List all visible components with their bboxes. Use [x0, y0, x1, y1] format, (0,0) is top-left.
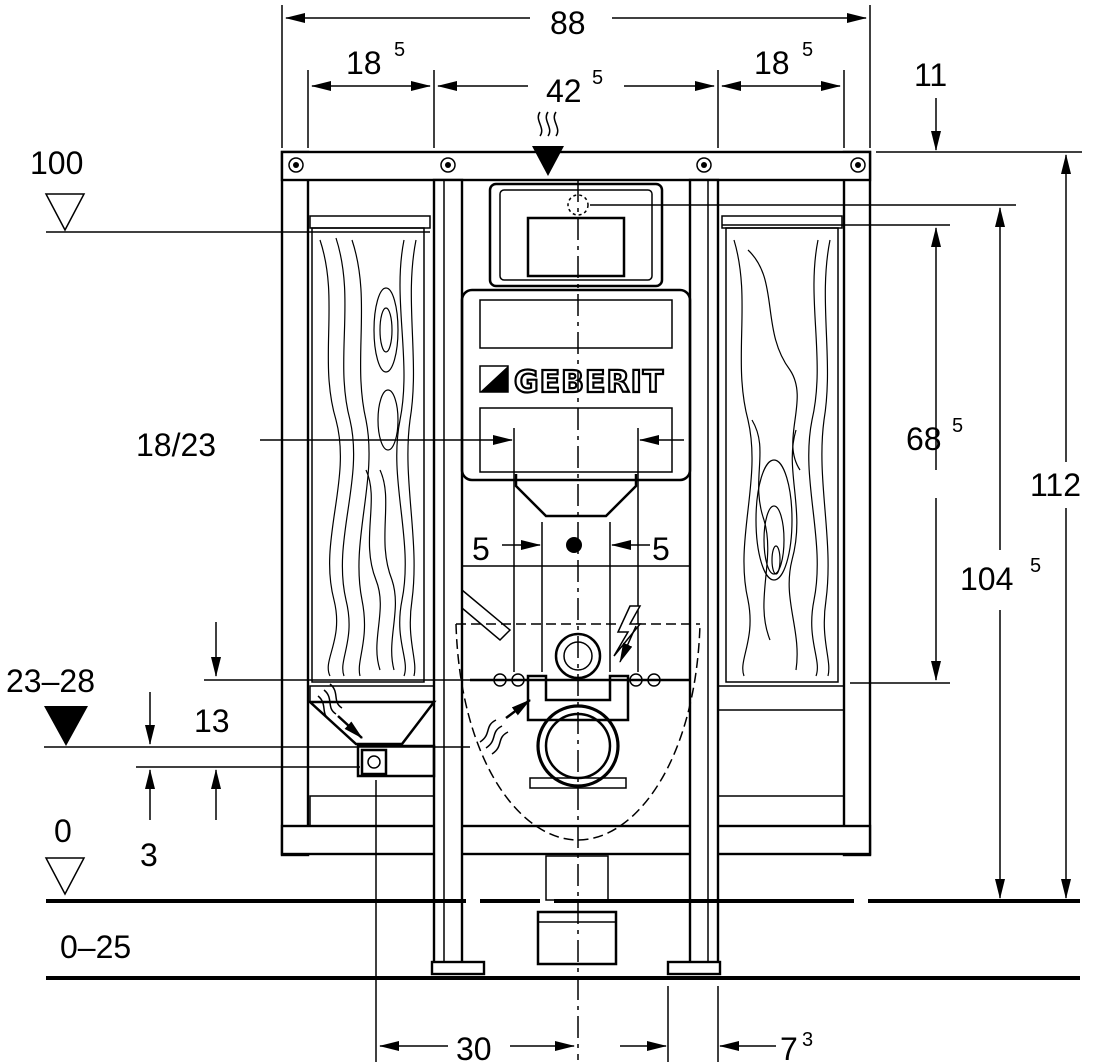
dim-right-bay-sup: 5	[802, 39, 813, 61]
dim-bottom-7-sup: 3	[802, 1029, 813, 1051]
dim-height-3: 3	[140, 837, 158, 873]
floor-lines	[46, 899, 1080, 980]
right-wood-panel	[725, 227, 839, 683]
dim-right-68: 68	[906, 421, 942, 457]
dim-floor-0-25: 0–25	[60, 929, 131, 965]
left-wood-panel	[311, 227, 425, 683]
dim-gap-left-5: 5	[472, 531, 490, 567]
dim-right-104-sup: 5	[1030, 555, 1041, 577]
dim-level-100: 100	[30, 145, 83, 181]
left-lower-dimensions	[44, 622, 531, 896]
top-dimensions	[281, 5, 871, 176]
dim-left-bay: 18	[346, 45, 382, 81]
dim-level-0: 0	[54, 813, 72, 849]
dim-right-112: 112	[1030, 467, 1081, 503]
dim-center-bay-sup: 5	[592, 67, 603, 89]
dim-height-13: 13	[194, 703, 230, 739]
right-dimensions	[590, 154, 1071, 899]
bottom-dimensions	[375, 780, 776, 1062]
dim-right-68-sup: 5	[952, 415, 963, 437]
dim-gap-right-5: 5	[652, 531, 670, 567]
dim-left-bay-sup: 5	[394, 39, 405, 61]
dim-spacing-18-23: 18/23	[136, 427, 216, 463]
installation-frame	[280, 150, 872, 976]
middle-dimensions	[260, 428, 684, 672]
brand-logo: GEBERIT	[514, 365, 664, 400]
dim-right-104: 104	[960, 561, 1013, 597]
dim-bottom-30: 30	[456, 1031, 492, 1064]
dim-bottom-7: 7	[780, 1031, 798, 1064]
dim-center-bay: 42	[546, 73, 582, 109]
dim-top-offset: 11	[914, 57, 947, 93]
dim-height-23-28: 23–28	[6, 663, 95, 699]
dim-right-bay: 18	[754, 45, 790, 81]
cistern: GEBERIT	[460, 182, 692, 518]
pan-connection	[306, 180, 701, 1060]
dim-total-width: 88	[550, 5, 586, 41]
